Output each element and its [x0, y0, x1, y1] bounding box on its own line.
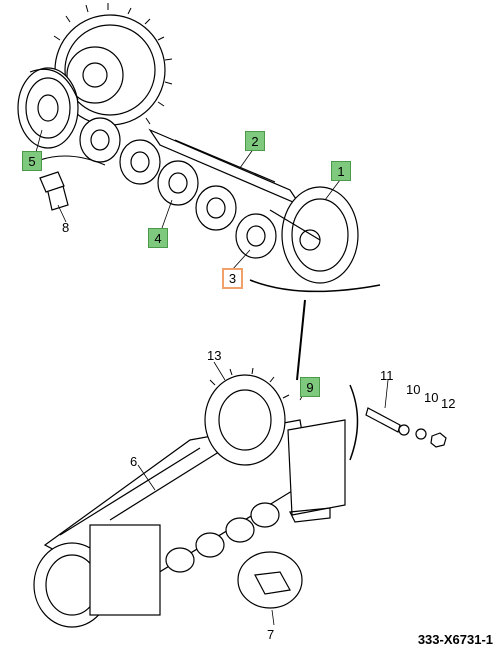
drive-sprocket	[53, 3, 173, 126]
callout-9: 9	[300, 377, 320, 397]
lower-sprocket	[204, 367, 290, 466]
callout-1: 1	[331, 161, 351, 181]
callout-10b: 10	[424, 390, 439, 405]
callout-2: 2	[245, 131, 265, 151]
lower-rear-idler	[33, 524, 161, 628]
callout-3: 3	[222, 268, 243, 289]
bolt-7-drawing	[237, 551, 303, 609]
callout-10a: 10	[406, 382, 421, 397]
bolt-8-drawing	[39, 171, 69, 211]
callout-11: 11	[380, 368, 394, 383]
track-rollers	[79, 117, 277, 259]
callout-7: 7	[267, 627, 275, 642]
callout-5: 5	[22, 151, 42, 171]
callout-12: 12	[441, 396, 456, 411]
front-plate	[287, 419, 346, 523]
callout-13: 13	[207, 348, 222, 363]
callout-8: 8	[62, 220, 70, 235]
front-idler	[269, 186, 359, 284]
hardware-bolt-washers-nut	[365, 407, 447, 448]
callout-4: 4	[148, 228, 168, 248]
callout-6: 6	[130, 454, 138, 469]
lower-rollers	[165, 502, 280, 573]
figure-id: 333-X6731-1	[417, 632, 493, 647]
rear-idler-wheel	[17, 67, 79, 149]
